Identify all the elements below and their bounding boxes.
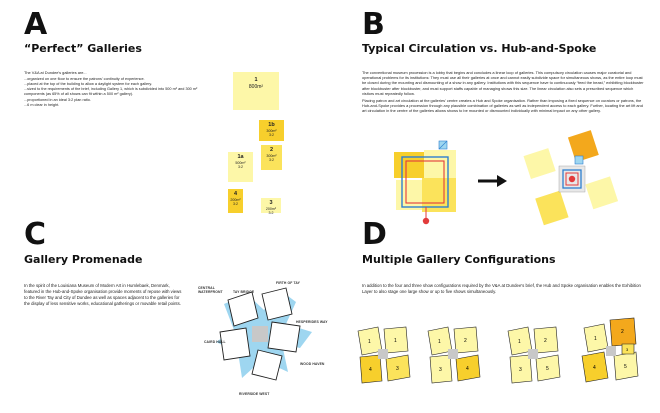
hub-block [252, 326, 268, 342]
gallery-block [509, 354, 533, 384]
linear-circulation-diagram [394, 140, 456, 225]
section-a-text: The V&A at Dundee's galleries are... ...… [24, 70, 206, 108]
gallery-outline [227, 291, 259, 327]
section-a-title: “Perfect” Galleries [24, 42, 142, 55]
gallery-configuration: 1 1 4 3 [357, 326, 411, 384]
gallery-block [359, 354, 383, 384]
gallery-configuration: 1 2 3 4 [427, 326, 481, 384]
hub-block [378, 349, 388, 359]
section-c-text: In the spirit of the Louisiana Museum of… [24, 283, 184, 309]
gallery-block [455, 354, 481, 382]
gallery-1-box: 1 800m² [233, 72, 279, 110]
section-d-title: Multiple Gallery Configurations [362, 253, 556, 266]
section-a-list-item: ...placed at the top of the building to … [24, 82, 153, 87]
config-label: 4 [369, 367, 372, 373]
label-caird-hall: CAIRD HALL [204, 340, 226, 344]
config-label: 5 [624, 364, 627, 370]
gallery-1a-box: 1a 500m² 3:2 [228, 152, 253, 182]
section-d-text: In addition to the four and three show c… [362, 283, 642, 297]
gallery-promenade-plan [216, 287, 312, 381]
gallery-block [383, 326, 409, 354]
gallery-outline [219, 327, 251, 361]
art-circulation-loop [405, 160, 445, 204]
gallery-block [429, 354, 453, 384]
gallery-block [621, 343, 635, 355]
config-label: 2 [464, 338, 467, 344]
config-label: 1 [518, 339, 521, 345]
entrance-marker-icon [568, 175, 576, 183]
gallery-block [424, 150, 456, 180]
gallery-3-box: 3 200m² 3:2 [261, 198, 281, 215]
gallery-block [453, 326, 479, 354]
gallery-block [533, 326, 559, 354]
section-a-list-item: ...sized to the requirements of the brie… [24, 87, 198, 97]
gallery-block [394, 152, 426, 178]
section-b-paragraph: The conventional museum procession is a … [362, 70, 644, 96]
config-label: 3 [519, 367, 522, 373]
section-a-list-item: ...organized on one floor to ensure the … [24, 77, 145, 82]
gallery-configuration: 1 2 3 5 [507, 326, 561, 384]
gallery-block [581, 351, 609, 383]
config-label: 1 [594, 336, 597, 342]
arrow-right-icon [478, 175, 507, 187]
gallery-block [535, 190, 569, 226]
gallery-block [385, 354, 411, 382]
hub-art-circulation [565, 172, 579, 186]
section-c-title: Gallery Promenade [24, 253, 143, 266]
label-tay-bridge: TAY BRIDGE [233, 290, 255, 294]
section-c-letter: C [24, 217, 47, 252]
gallery-block [567, 130, 599, 163]
label-riverside-west: RIVERSIDE WEST [239, 392, 270, 396]
section-a-intro: The V&A at Dundee's galleries are... [24, 70, 87, 75]
config-label: 1 [394, 338, 397, 344]
hub-block [448, 349, 458, 359]
label-wood-haven: WOOD HAVEN [300, 362, 325, 366]
section-a-list-item: ...proportioned in an ideal 3:2 plan rat… [24, 97, 91, 102]
gallery-outline [267, 321, 301, 353]
hub-block [606, 346, 616, 356]
config-label: 3 [396, 366, 399, 372]
patron-circulation-loop [401, 156, 449, 208]
section-d-letter: D [362, 217, 387, 252]
gallery-outline [261, 287, 293, 321]
gallery-block [609, 317, 637, 347]
section-b-title: Typical Circulation vs. Hub-and-Spoke [362, 42, 597, 55]
config-label: 4 [466, 366, 469, 372]
gallery-outline [251, 349, 283, 381]
section-a-list-item: ...6 m clear in height. [24, 102, 60, 107]
gallery-1b-box: 1b 300m² 3:2 [259, 120, 284, 141]
hub-and-spoke-diagram [523, 130, 619, 226]
section-a-letter: A [24, 7, 48, 42]
hub-block [528, 349, 538, 359]
config-label: 1 [368, 339, 371, 345]
label-central-waterfront: CENTRAL WATERFRONT [198, 286, 223, 294]
config-label: 4 [593, 365, 596, 371]
section-b-letter: B [362, 7, 385, 42]
label-hesperides-way: HESPERIDES WAY [296, 320, 328, 324]
section-b-text: The conventional museum procession is a … [362, 70, 645, 116]
section-b-paragraph: Placing patron and art circulation at th… [362, 98, 643, 114]
config-label: 5 [546, 366, 549, 372]
label-firth-of-tay: FIRTH OF TAY [276, 281, 300, 285]
config-label: 3 [626, 347, 629, 352]
hub-circulation [562, 169, 582, 189]
gallery-4-box: 4 200m² 3:2 [228, 189, 243, 213]
config-label: 2 [621, 329, 624, 335]
gallery-block [396, 180, 424, 210]
lift-icon [574, 155, 584, 165]
config-label: 3 [439, 367, 442, 373]
entrance-marker-icon [422, 217, 430, 225]
gallery-2-box: 2 300m² 3:2 [261, 145, 282, 170]
section-c-paragraph: In the spirit of the Louisiana Museum of… [24, 283, 182, 306]
config-label: 2 [544, 338, 547, 344]
gallery-block [535, 354, 561, 382]
gallery-configuration: 1 2 4 5 3 [581, 317, 639, 383]
gallery-block [585, 176, 619, 210]
gallery-block [523, 148, 556, 179]
section-d-paragraph: In addition to the four and three show c… [362, 283, 641, 294]
config-label: 1 [438, 339, 441, 345]
